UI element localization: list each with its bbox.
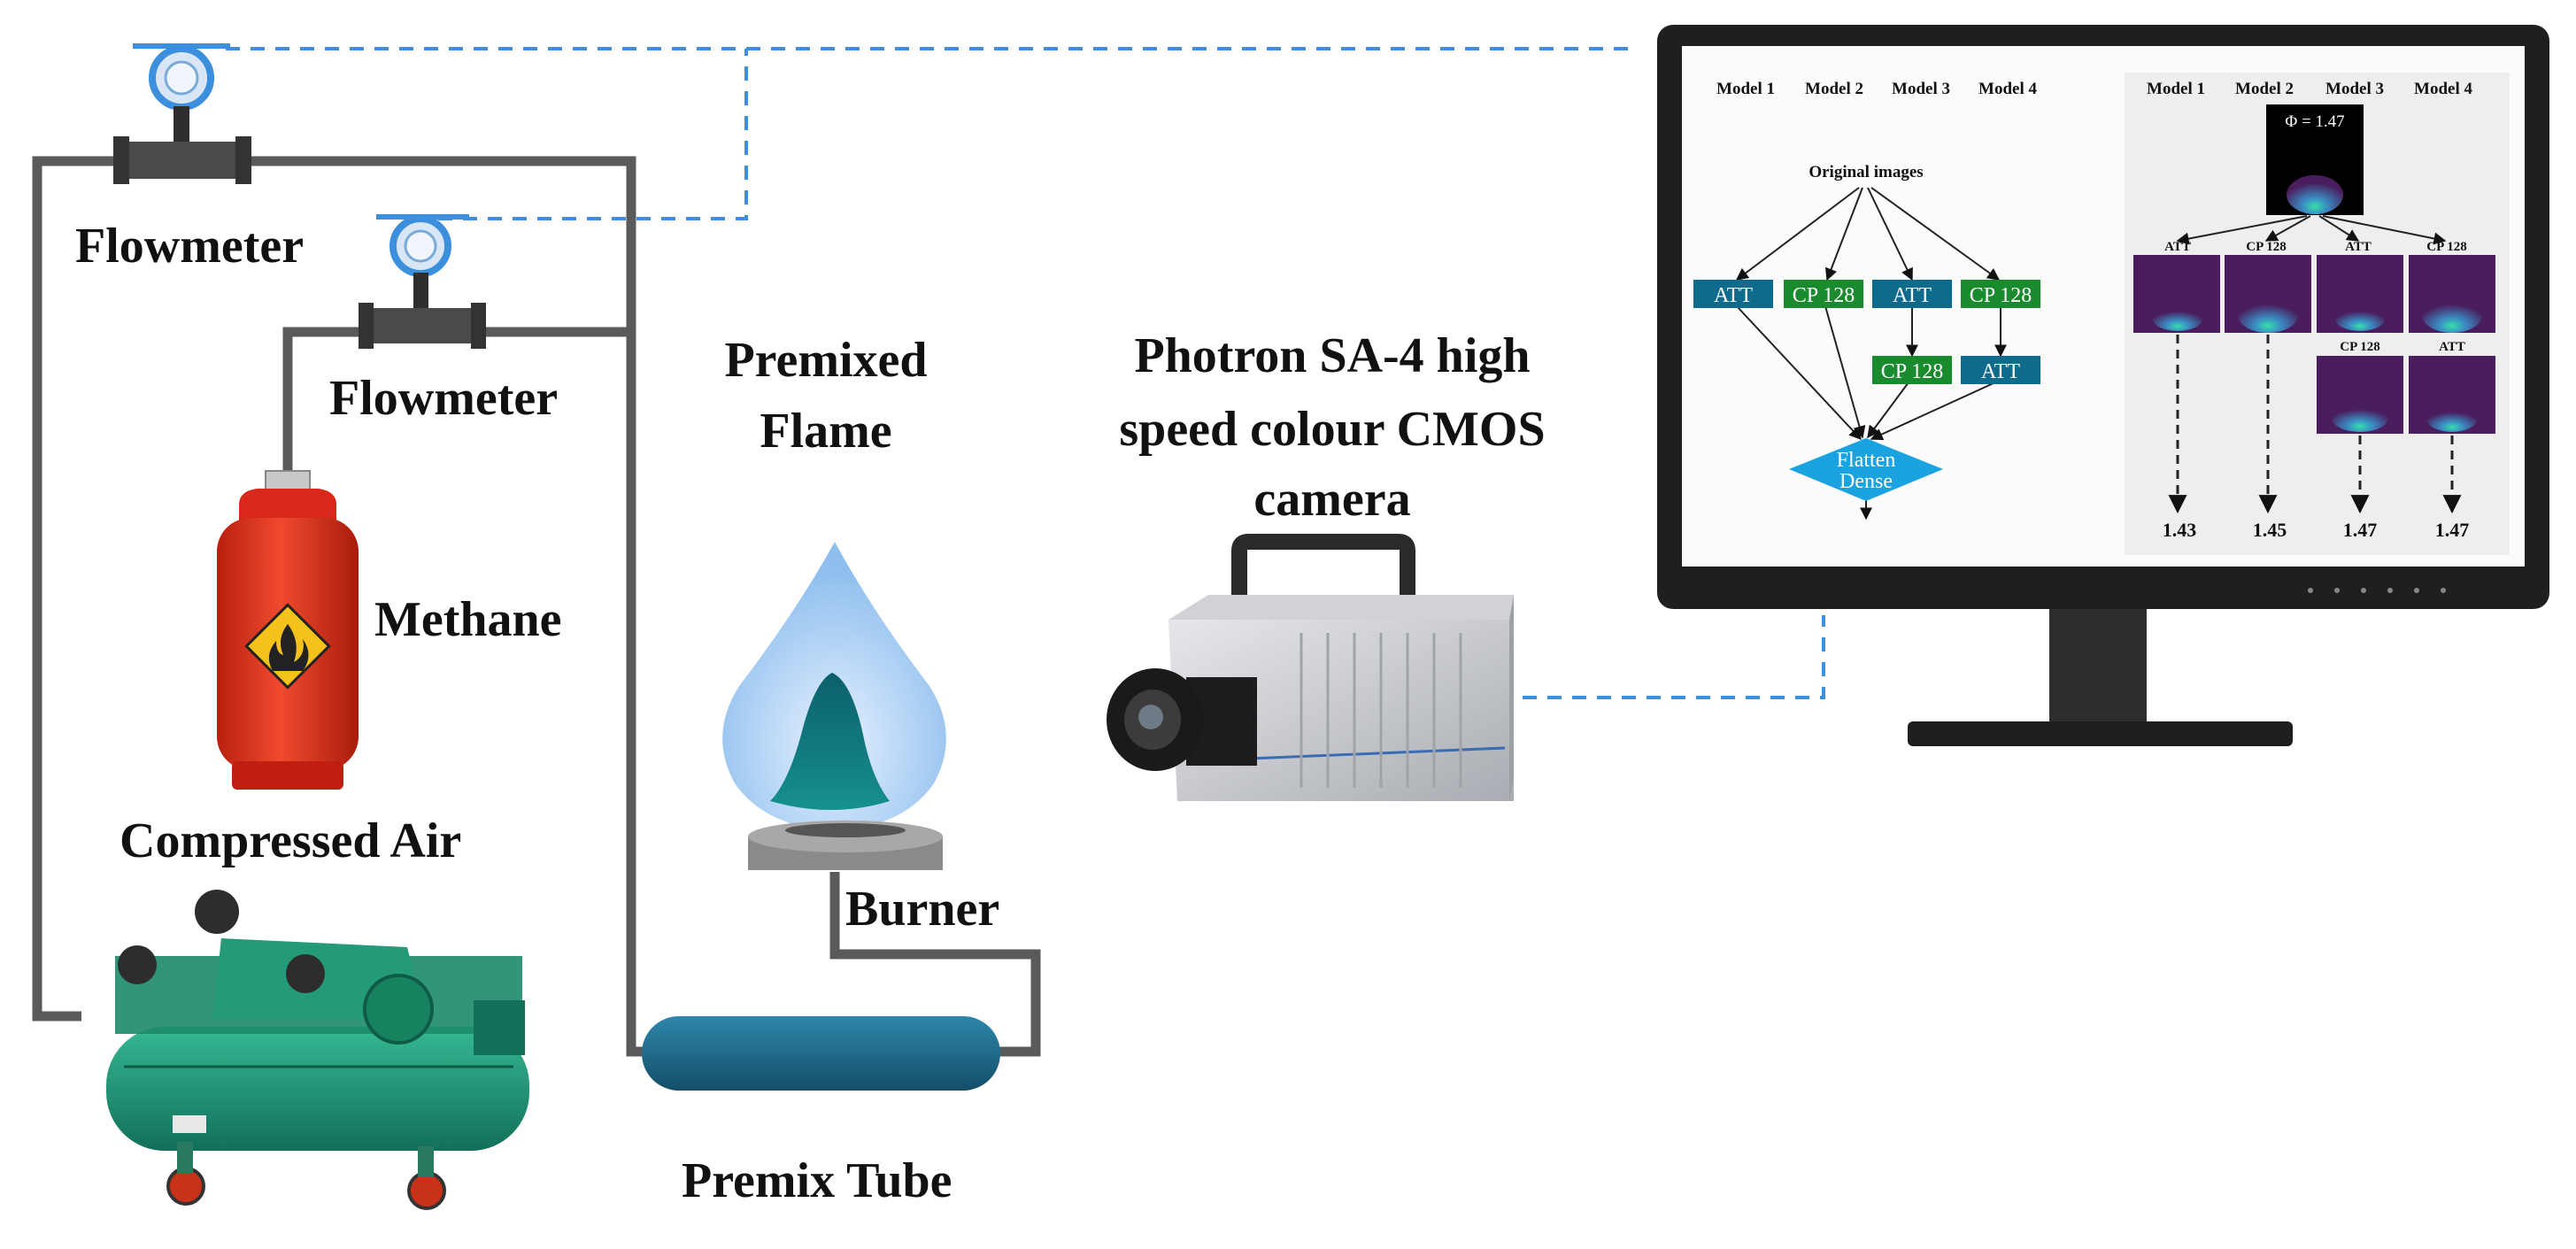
left-row1-label-4: CP 128 bbox=[1970, 284, 2032, 307]
left-row1-box-3 bbox=[1872, 280, 1952, 308]
right-row2-label-1: CP 128 bbox=[2340, 340, 2379, 354]
compressor-tank bbox=[106, 1027, 529, 1151]
left-row2-label-1: CP 128 bbox=[1881, 360, 1943, 383]
flowmeter-mid bbox=[359, 214, 486, 349]
pipes bbox=[32, 156, 1041, 1057]
air-compressor bbox=[106, 890, 529, 1210]
right-header-model-3: Model 3 bbox=[2325, 80, 2384, 98]
result-model-3: 1.47 bbox=[2343, 519, 2378, 541]
left-header-model-2: Model 2 bbox=[1805, 80, 1863, 98]
left-row2-label-2: ATT bbox=[1981, 360, 2020, 383]
methane-cylinder bbox=[217, 470, 359, 790]
right-header-model-2: Model 2 bbox=[2235, 80, 2294, 98]
highspeed-camera bbox=[1107, 534, 1514, 801]
right-row1-label-1: ATT bbox=[2164, 240, 2191, 254]
result-model-1: 1.43 bbox=[2163, 519, 2197, 541]
burner-label: Burner bbox=[845, 882, 999, 937]
left-row1-box-2 bbox=[1784, 280, 1863, 308]
burner-pipe bbox=[829, 872, 1041, 1057]
original-images-label: Original images bbox=[1809, 163, 1923, 181]
camera-handle bbox=[1231, 534, 1415, 611]
left-row1-label-2: CP 128 bbox=[1793, 284, 1855, 307]
screen-right-panel: Model 1 Model 2 Model 3 Model 4 Φ = 1.47… bbox=[2133, 80, 2495, 541]
flatten-dense-node bbox=[1789, 438, 1943, 501]
left-header-model-3: Model 3 bbox=[1892, 80, 1950, 98]
right-row2-label-2: ATT bbox=[2439, 340, 2465, 354]
methane-label: Methane bbox=[374, 592, 562, 647]
flatten-label: Flatten bbox=[1837, 449, 1896, 472]
camera-label-line3: camera bbox=[1253, 472, 1410, 527]
compressed-air-label: Compressed Air bbox=[120, 813, 461, 868]
link-mid bbox=[438, 49, 748, 220]
link-camera bbox=[1523, 615, 1825, 699]
left-header-model-4: Model 4 bbox=[1978, 80, 2037, 98]
right-header-model-1: Model 1 bbox=[2147, 80, 2205, 98]
result-model-2: 1.45 bbox=[2253, 519, 2287, 541]
right-row1-images bbox=[2133, 255, 2495, 333]
right-row1-label-2: CP 128 bbox=[2246, 240, 2286, 254]
premixed-flame-label-line1: Premixed bbox=[724, 333, 927, 388]
premix-tube bbox=[642, 1016, 1000, 1091]
left-row1-box-1 bbox=[1693, 280, 1773, 308]
left-row2-box-1 bbox=[1872, 356, 1952, 384]
left-header-model-1: Model 1 bbox=[1716, 80, 1775, 98]
phi-label: Φ = 1.47 bbox=[2285, 112, 2344, 131]
premixed-flame-label-line2: Flame bbox=[760, 404, 891, 459]
right-row1-label-4: CP 128 bbox=[2426, 240, 2466, 254]
left-row1-label-1: ATT bbox=[1714, 284, 1753, 307]
monitor-base bbox=[1908, 721, 2293, 746]
right-header-model-4: Model 4 bbox=[2414, 80, 2472, 98]
premix-tube-label: Premix Tube bbox=[682, 1153, 952, 1208]
flowmeter-mid-label: Flowmeter bbox=[329, 371, 558, 426]
dense-label: Dense bbox=[1839, 470, 1893, 493]
left-row2-box-2 bbox=[1961, 356, 2040, 384]
flowmeter-top bbox=[113, 43, 251, 184]
dashed-links bbox=[226, 47, 1825, 699]
camera-label-line1: Photron SA-4 high bbox=[1134, 328, 1530, 383]
result-model-4: 1.47 bbox=[2435, 519, 2470, 541]
methane-pipe bbox=[282, 327, 631, 482]
left-row1-label-3: ATT bbox=[1893, 284, 1932, 307]
screen-left-panel: Model 1 Model 2 Model 3 Model 4 Original… bbox=[1693, 80, 2040, 520]
air-pipe bbox=[32, 156, 673, 1057]
premixed-flame bbox=[722, 542, 946, 830]
left-row1-box-4 bbox=[1961, 280, 2040, 308]
right-row1-label-3: ATT bbox=[2345, 240, 2372, 254]
camera-label-line2: speed colour CMOS bbox=[1119, 402, 1545, 457]
burner bbox=[748, 821, 943, 870]
flowmeter-top-label: Flowmeter bbox=[75, 219, 304, 274]
right-row2-images bbox=[2317, 356, 2495, 434]
